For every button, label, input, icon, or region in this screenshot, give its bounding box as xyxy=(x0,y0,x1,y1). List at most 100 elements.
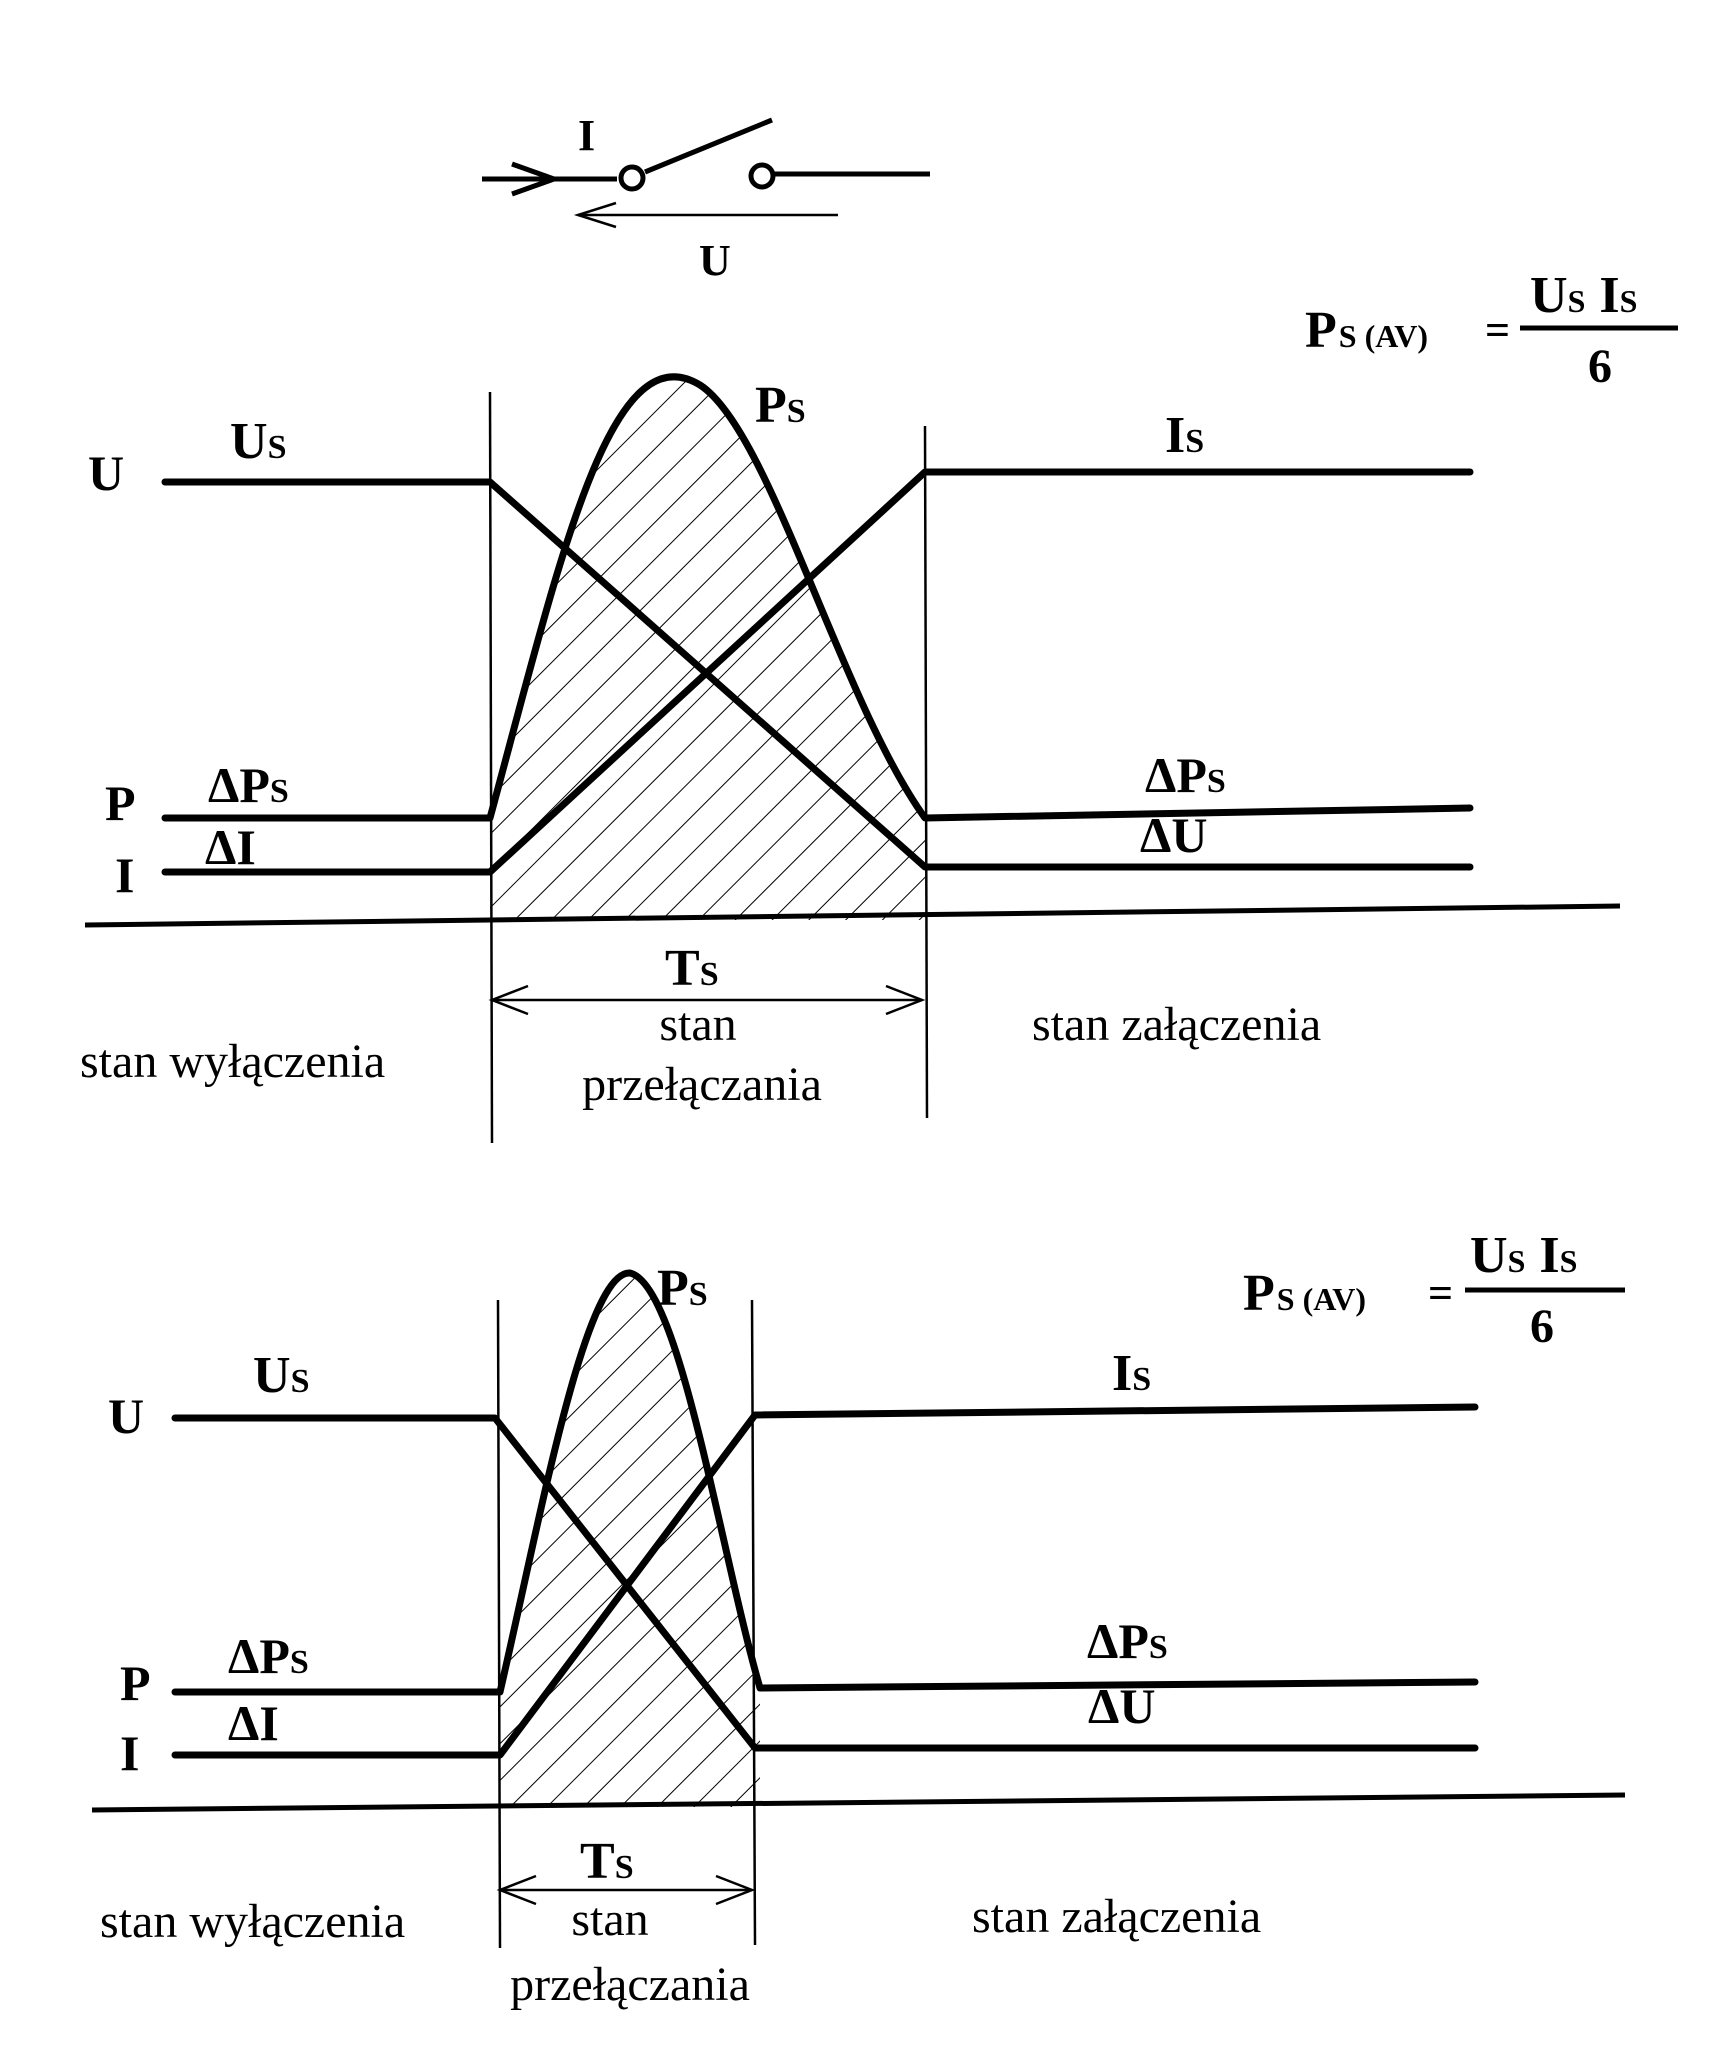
bottom-dps-right-main: ΔP xyxy=(1087,1613,1149,1669)
formula-lhs: P xyxy=(1305,302,1337,359)
bottom-ps-main: P xyxy=(657,1260,689,1317)
bottom-axis-i: I xyxy=(120,1725,139,1781)
bottom-dps-left-main: ΔP xyxy=(228,1628,290,1684)
top-axis-i: I xyxy=(115,847,134,903)
voltage-arrow-head xyxy=(573,201,617,229)
bottom-power-curve xyxy=(171,1269,1479,1696)
bottom-us-label: US xyxy=(253,1347,309,1404)
top-loss-hatch xyxy=(490,376,925,920)
bottom-dps-left-sub: S xyxy=(290,1644,309,1681)
bottom-us-main: U xyxy=(253,1347,291,1404)
switch-contact-right xyxy=(748,162,776,190)
bottom-dps-right: ΔPS xyxy=(1087,1613,1168,1669)
formula-denominator: 6 xyxy=(1588,340,1612,393)
formula-num-is-sub: S xyxy=(1560,1243,1578,1279)
top-ps-sub: S xyxy=(787,393,806,430)
bottom-current-curve xyxy=(171,1403,1479,1759)
top-ts-arrow-left xyxy=(488,984,529,1016)
switch-blade xyxy=(644,117,773,175)
formula-num-us-sub: S xyxy=(1568,283,1586,319)
bottom-dps-right-sub: S xyxy=(1149,1629,1168,1666)
formula-equals: = xyxy=(1485,306,1510,355)
top-state-switch-1: stan xyxy=(659,998,736,1051)
top-switch-start-line xyxy=(488,391,494,1144)
formula-num-is: I xyxy=(1599,267,1619,324)
bottom-switch-start-line xyxy=(496,1299,502,1949)
top-ts-sub: S xyxy=(700,956,719,993)
bottom-di-left: ΔI xyxy=(228,1695,279,1751)
top-us-main: U xyxy=(230,413,268,470)
bottom-voltage-curve xyxy=(171,1414,1479,1752)
top-baseline xyxy=(84,903,1621,928)
switch-current-label: I xyxy=(578,111,595,160)
bottom-ts-sub: S xyxy=(615,1849,634,1886)
top-ps-peak-label: PS xyxy=(755,377,806,434)
top-axis-p: P xyxy=(105,775,136,831)
formula-num-is: I xyxy=(1539,1227,1559,1284)
top-state-switch-2: przełączania xyxy=(582,1058,822,1111)
bottom-is-main: I xyxy=(1112,1345,1132,1402)
bottom-ps-peak-label: PS xyxy=(657,1260,708,1317)
current-arrow-head xyxy=(511,161,557,197)
top-dps-left: ΔPS xyxy=(208,757,289,813)
bottom-ts-arrow-left xyxy=(496,1874,537,1906)
bottom-ts-arrow-right xyxy=(715,1874,756,1906)
top-current-curve xyxy=(161,468,1474,876)
formula-equals: = xyxy=(1428,1269,1453,1318)
top-switch-end-line xyxy=(923,425,929,1119)
top-ps-main: P xyxy=(755,377,787,434)
bottom-switch-end-line xyxy=(750,1299,757,1946)
bottom-state-off: stan wyłączenia xyxy=(100,1895,405,1948)
top-us-label: US xyxy=(230,413,286,470)
formula-lhs-sub: S (AV) xyxy=(1277,1281,1366,1317)
top-ts-arrow-right xyxy=(885,984,926,1016)
top-dps-right: ΔPS xyxy=(1145,747,1226,803)
top-dps-left-main: ΔP xyxy=(208,757,270,813)
bottom-ps-sub: S xyxy=(689,1276,708,1313)
formula-denominator: 6 xyxy=(1530,1300,1554,1353)
bottom-state-switch-1: stan xyxy=(571,1893,648,1946)
top-is-sub: S xyxy=(1185,423,1204,460)
formula-num-us-sub: S xyxy=(1508,1243,1526,1279)
switch-symbol: I U xyxy=(482,111,930,285)
top-state-on: stan załączenia xyxy=(1032,998,1321,1051)
top-ts-main: T xyxy=(665,940,700,997)
bottom-axis-p: P xyxy=(120,1655,151,1711)
bottom-baseline xyxy=(91,1792,1626,1813)
top-du-right: ΔU xyxy=(1140,807,1207,863)
bottom-du-right: ΔU xyxy=(1088,1678,1155,1734)
switch-contact-left xyxy=(618,164,646,192)
top-axis-u: U xyxy=(88,445,124,501)
bottom-us-sub: S xyxy=(291,1363,310,1400)
bottom-dps-left: ΔPS xyxy=(228,1628,309,1684)
bottom-is-label: IS xyxy=(1112,1345,1151,1402)
top-is-label: IS xyxy=(1165,407,1204,464)
top-is-main: I xyxy=(1165,407,1185,464)
svg-text:PS (AV): PS (AV) xyxy=(1305,302,1428,359)
top-power-curve xyxy=(161,373,1474,822)
switch-voltage-label: U xyxy=(699,236,731,285)
bottom-is-sub: S xyxy=(1132,1361,1151,1398)
formula-num-us: U xyxy=(1530,267,1568,324)
svg-text:PS (AV): PS (AV) xyxy=(1243,1265,1366,1322)
bottom-state-switch-2: przełączania xyxy=(510,1958,750,2011)
top-di-left: ΔI xyxy=(205,819,256,875)
formula-num-is-sub: S xyxy=(1620,283,1638,319)
top-dps-right-sub: S xyxy=(1207,763,1226,800)
top-dps-left-sub: S xyxy=(270,773,289,810)
bottom-ts-label: TS xyxy=(580,1833,634,1890)
top-ts-label: TS xyxy=(665,940,719,997)
formula-lhs: P xyxy=(1243,1265,1275,1322)
formula-num-us: U xyxy=(1470,1227,1508,1284)
bottom-axis-u: U xyxy=(108,1388,144,1444)
top-dps-right-main: ΔP xyxy=(1145,747,1207,803)
bottom-ts-main: T xyxy=(580,1833,615,1890)
top-us-sub: S xyxy=(268,429,287,466)
